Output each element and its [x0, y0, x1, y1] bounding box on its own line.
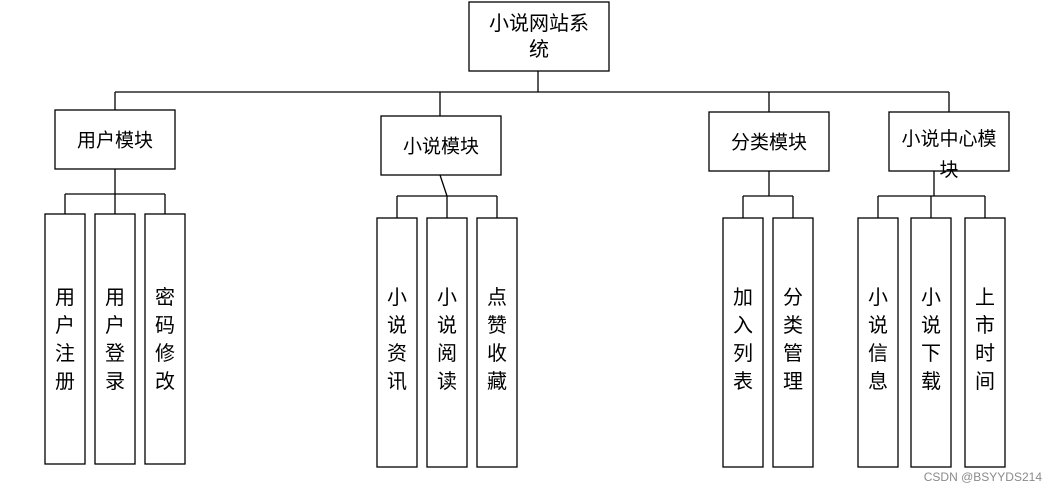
- leaf-label: 录: [105, 369, 125, 393]
- leaf-label: 列: [733, 341, 753, 365]
- leaf-label: 息: [868, 369, 888, 393]
- leaf-label: 间: [975, 369, 995, 393]
- leaf-label: 说: [387, 313, 407, 337]
- module-label: 用户模块: [77, 130, 153, 152]
- module-label: 分类模块: [731, 132, 807, 154]
- leaf-label: 上: [975, 285, 995, 309]
- module-label-wrap: 块: [939, 159, 958, 181]
- leaf-label: 加: [733, 285, 753, 309]
- leaf-label: 用: [55, 285, 75, 309]
- leaf-label: 市: [975, 313, 995, 337]
- leaf-label: 信: [868, 341, 888, 365]
- leaf-label: 修: [155, 341, 175, 365]
- module-node: 小说模块: [380, 115, 502, 176]
- root-label: 小说网站系: [489, 11, 589, 35]
- leaf-label: 理: [783, 369, 803, 393]
- leaf-label: 登: [105, 341, 125, 365]
- module-node: 用户模块: [54, 109, 176, 170]
- leaf-label: 密: [155, 285, 175, 309]
- leaf-label: 说: [921, 313, 941, 337]
- leaf-label: 管: [783, 341, 803, 365]
- leaf-label: 点: [487, 285, 507, 309]
- leaf-label: 小: [868, 285, 888, 309]
- leaf-label: 下: [921, 341, 941, 365]
- leaf-label: 资: [387, 341, 407, 365]
- leaf-label: 小: [921, 285, 941, 309]
- leaf-label: 小: [437, 285, 457, 309]
- leaf-label: 说: [868, 313, 888, 337]
- leaf-label: 户: [55, 313, 75, 337]
- leaf-label: 读: [437, 369, 457, 393]
- leaf-label: 入: [733, 313, 753, 337]
- leaf-label: 户: [105, 313, 125, 337]
- leaf-label: 赞: [487, 313, 507, 337]
- leaf-label: 藏: [487, 369, 507, 393]
- leaf-label: 表: [733, 369, 753, 393]
- leaf-label: 类: [783, 313, 803, 337]
- module-node: 分类模块: [708, 111, 830, 172]
- leaf-label: 时: [975, 341, 995, 365]
- leaf-label: 用: [105, 285, 125, 309]
- leaf-label: 说: [437, 313, 457, 337]
- leaf-label: 阅: [437, 341, 457, 365]
- root-label: 统: [529, 37, 549, 61]
- leaf-label: 载: [921, 369, 941, 393]
- leaf-label: 注: [55, 341, 75, 365]
- leaf-label: 讯: [387, 369, 407, 393]
- connector-lines: [64, 71, 986, 218]
- leaf-label: 小: [387, 285, 407, 309]
- leaf-label: 改: [155, 369, 175, 393]
- module-label: 小说模块: [403, 136, 479, 158]
- leaf-label: 分: [783, 285, 803, 309]
- leaf-label: 册: [55, 369, 75, 393]
- leaf-label: 收: [487, 341, 507, 365]
- leaf-label: 码: [155, 313, 175, 337]
- module-label: 小说中心模: [901, 128, 996, 150]
- watermark: CSDN @BSYYDS214: [923, 470, 1042, 484]
